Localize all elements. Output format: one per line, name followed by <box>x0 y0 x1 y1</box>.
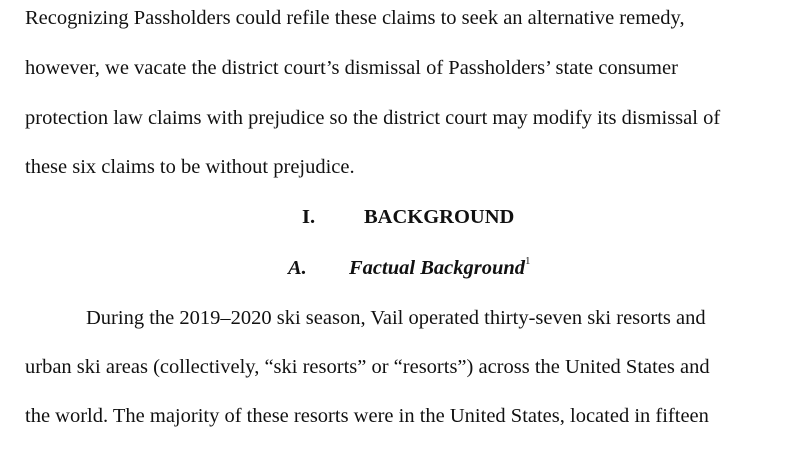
paragraph-line: the world. The majority of these resorts… <box>25 405 709 427</box>
paragraph-line: however, we vacate the district court’s … <box>25 57 678 79</box>
subsection-letter: A. <box>288 257 307 279</box>
paragraph-line: these six claims to be without prejudice… <box>25 156 355 178</box>
paragraph-line: urban ski areas (collectively, “ski reso… <box>25 356 710 378</box>
paragraph-line: Recognizing Passholders could refile the… <box>25 7 685 29</box>
section-number: I. <box>302 206 316 228</box>
section-title: BACKGROUND <box>364 206 515 228</box>
subsection-title-text: Factual Background <box>349 257 525 279</box>
paragraph-line: During the 2019–2020 ski season, Vail op… <box>86 307 706 329</box>
footnote-reference[interactable]: 1 <box>525 255 531 267</box>
subsection-title: Factual Background1 <box>349 255 531 279</box>
paragraph-line: protection law claims with prejudice so … <box>25 107 721 129</box>
